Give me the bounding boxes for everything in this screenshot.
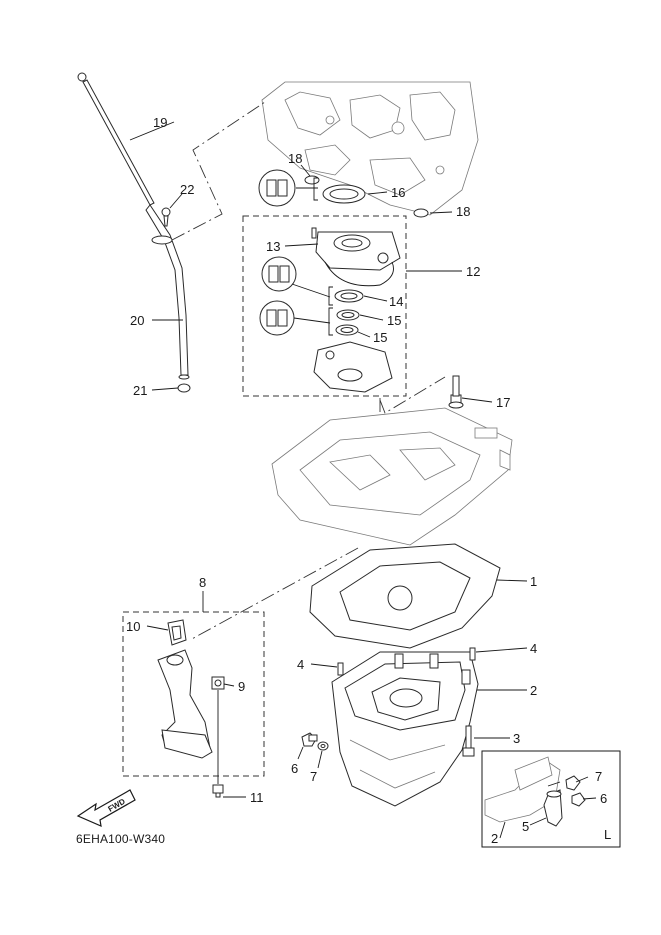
callout-14: 14 [389, 294, 403, 309]
assembly-box-12 [242, 215, 407, 397]
upper-case-illustration [271, 407, 513, 546]
pump-cover-13 [315, 231, 401, 287]
callout-13: 13 [266, 239, 280, 254]
callout-16: 16 [391, 185, 405, 200]
inset-callout-5: 5 [522, 819, 529, 834]
pin-small [311, 227, 317, 239]
pump-housing [313, 341, 393, 393]
inset-callout-6: 6 [600, 791, 607, 806]
callout-15-lower: 15 [373, 330, 387, 345]
o-ring-21 [177, 383, 191, 393]
drain-bolt-6 [301, 732, 318, 747]
collar-9 [211, 676, 225, 690]
gasket-10 [167, 619, 187, 646]
oil-seal-15-upper [336, 309, 360, 321]
inset-callout-2: 2 [491, 831, 498, 846]
callout-8: 8 [199, 575, 206, 590]
callout-18-left: 18 [288, 151, 302, 166]
callout-2: 2 [530, 683, 537, 698]
engine-block-illustration [261, 81, 479, 216]
o-ring-18-right [413, 208, 429, 218]
dowel-pin-4-right [469, 647, 476, 661]
leader-lines [129, 121, 597, 839]
gasket-7 [317, 741, 329, 751]
oil-seal-15-lower [335, 324, 359, 336]
forward-direction-icon: FWD [76, 789, 136, 827]
callout-22: 22 [180, 182, 194, 197]
inset-label: L [604, 827, 611, 842]
reference-line-dipstick [171, 101, 266, 241]
oil-seal-16 [322, 184, 366, 204]
oil-strainer [157, 649, 213, 759]
callout-6: 6 [291, 761, 298, 776]
oil-seal-14 [334, 289, 364, 303]
callout-3: 3 [513, 731, 520, 746]
seal-orientation-icon-14 [261, 256, 333, 306]
drawing-code: 6EHA100-W340 [76, 832, 166, 846]
assembly-box-8 [122, 611, 265, 777]
seal-orientation-icon-15 [259, 300, 333, 336]
reference-line-bolt [379, 376, 446, 414]
dowel-pin-4-left [337, 662, 344, 676]
callout-19: 19 [153, 115, 167, 130]
callout-7: 7 [310, 769, 317, 784]
callout-1: 1 [530, 574, 537, 589]
callout-21: 21 [133, 383, 147, 398]
callout-17: 17 [496, 395, 510, 410]
oil-pan-2 [331, 651, 479, 807]
o-ring-18-left [304, 175, 320, 185]
callout-9: 9 [238, 679, 245, 694]
screw-22 [161, 207, 171, 227]
callout-4-right: 4 [530, 641, 537, 656]
seal-orientation-icon-16 [258, 169, 318, 207]
callout-11: 11 [250, 790, 264, 805]
callout-20: 20 [130, 313, 144, 328]
dipstick-guide-tube [145, 204, 190, 380]
bolt-17 [448, 375, 464, 409]
callout-18-right: 18 [456, 204, 470, 219]
inset-box [481, 750, 621, 848]
callout-numbers: 19 22 20 21 18 16 18 13 12 14 15 15 17 1… [126, 115, 611, 846]
callout-10: 10 [126, 619, 140, 634]
callout-15-upper: 15 [387, 313, 401, 328]
callout-4-left: 4 [297, 657, 304, 672]
callout-12: 12 [466, 264, 480, 279]
oil-dipstick [77, 72, 155, 206]
reference-line-gasket [189, 547, 359, 641]
inset-callout-7: 7 [595, 769, 602, 784]
bolt-11 [212, 690, 224, 798]
bolt-3 [462, 725, 475, 757]
inset-illustration [484, 756, 586, 827]
gasket-1 [309, 543, 501, 649]
